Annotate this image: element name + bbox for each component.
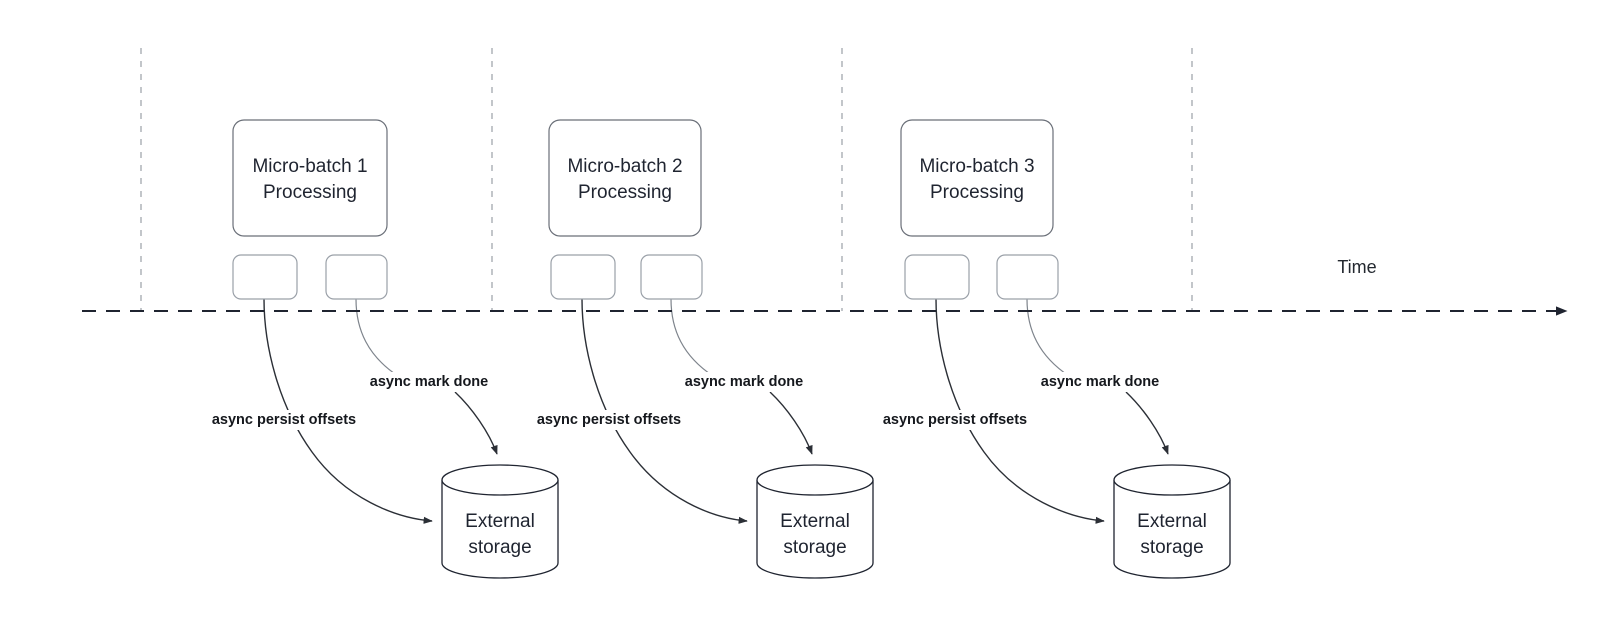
- edge-mark-done-3: [1125, 391, 1169, 455]
- batch-3-mark-done-task-box[interactable]: [996, 254, 1059, 300]
- batch-1-storage-label-line1: External: [465, 511, 535, 532]
- batch-3-storage-label-line1: External: [1137, 511, 1207, 532]
- batch-3-persist-task-box[interactable]: [904, 254, 970, 300]
- batch-1-persist-task-box[interactable]: [232, 254, 298, 300]
- edge-mark-done-1: [454, 391, 498, 455]
- batch-3-mark-done-label: async mark done: [1041, 374, 1159, 390]
- batch-3-storage-label-line2: storage: [1140, 537, 1203, 558]
- batch-2-persist-offsets-label: async persist offsets: [537, 412, 681, 428]
- time-axis-label: Time: [1337, 257, 1376, 277]
- flow-edges-batch-3: [935, 298, 1169, 524]
- batch-1-storage-cylinder-top: [441, 464, 559, 496]
- batch-3-persist-label-bg: [863, 410, 1047, 430]
- batch-1-mark-done-label-bg: [360, 372, 499, 392]
- time-axis-group: Time: [82, 257, 1568, 316]
- batch-2-mark-done-task-box[interactable]: [640, 254, 703, 300]
- micro-batch-3-label-line1: Micro-batch 3: [919, 156, 1034, 177]
- edge-mark-done-3-upper: [1026, 298, 1070, 377]
- micro-batch-3-label-line2: Processing: [930, 182, 1024, 203]
- edge-mark-done-2: [769, 391, 813, 455]
- batch-2-mark-done-label-bg: [675, 372, 814, 392]
- batch-2-storage-cylinder-body: [756, 480, 874, 579]
- batch-1-external-storage[interactable]: External storage: [441, 464, 559, 579]
- flow-edges-batch-1: [263, 298, 498, 524]
- batch-1-persist-offsets-label: async persist offsets: [212, 412, 356, 428]
- flow-edges-batch-2: [581, 298, 813, 524]
- micro-batch-2-label-line1: Micro-batch 2: [567, 156, 682, 177]
- batch-3-external-storage[interactable]: External storage: [1113, 464, 1231, 579]
- batch-group-3: Micro-batch 3 Processing async persist o…: [863, 119, 1231, 579]
- batch-group-2: Micro-batch 2 Processing async persist o…: [517, 119, 874, 579]
- batch-2-storage-label-line1: External: [780, 511, 850, 532]
- batch-1-storage-cylinder-body: [441, 480, 559, 579]
- batch-group-1: Micro-batch 1 Processing async persist o…: [192, 119, 559, 579]
- batch-1-storage-label-line2: storage: [468, 537, 531, 558]
- micro-batch-1-label-line2: Processing: [263, 182, 357, 203]
- batch-1-mark-done-label: async mark done: [370, 374, 488, 390]
- batch-3-mark-done-label-bg: [1031, 372, 1170, 392]
- edge-persist-offsets-2: [581, 298, 748, 524]
- tick-lines-group: [140, 48, 1193, 311]
- batch-2-storage-label-line2: storage: [783, 537, 846, 558]
- micro-batch-1-box[interactable]: [232, 119, 388, 237]
- micro-batch-3-box[interactable]: [900, 119, 1054, 237]
- micro-batch-1-label-line1: Micro-batch 1: [252, 156, 367, 177]
- batch-3-storage-cylinder-body: [1113, 480, 1231, 579]
- edge-persist-offsets-3: [935, 298, 1105, 524]
- edge-persist-offsets-1: [263, 298, 433, 524]
- edge-mark-done-1-upper: [355, 298, 399, 377]
- micro-batch-2-label-line2: Processing: [578, 182, 672, 203]
- batch-2-external-storage[interactable]: External storage: [756, 464, 874, 579]
- batch-2-persist-task-box[interactable]: [550, 254, 616, 300]
- batch-3-persist-offsets-label: async persist offsets: [883, 412, 1027, 428]
- batch-2-storage-cylinder-top: [756, 464, 874, 496]
- batch-2-persist-label-bg: [517, 410, 701, 430]
- batch-1-persist-label-bg: [192, 410, 376, 430]
- batch-2-mark-done-label: async mark done: [685, 374, 803, 390]
- batch-1-mark-done-task-box[interactable]: [325, 254, 388, 300]
- batch-3-storage-cylinder-top: [1113, 464, 1231, 496]
- micro-batch-2-box[interactable]: [548, 119, 702, 237]
- edge-mark-done-2-upper: [670, 298, 714, 377]
